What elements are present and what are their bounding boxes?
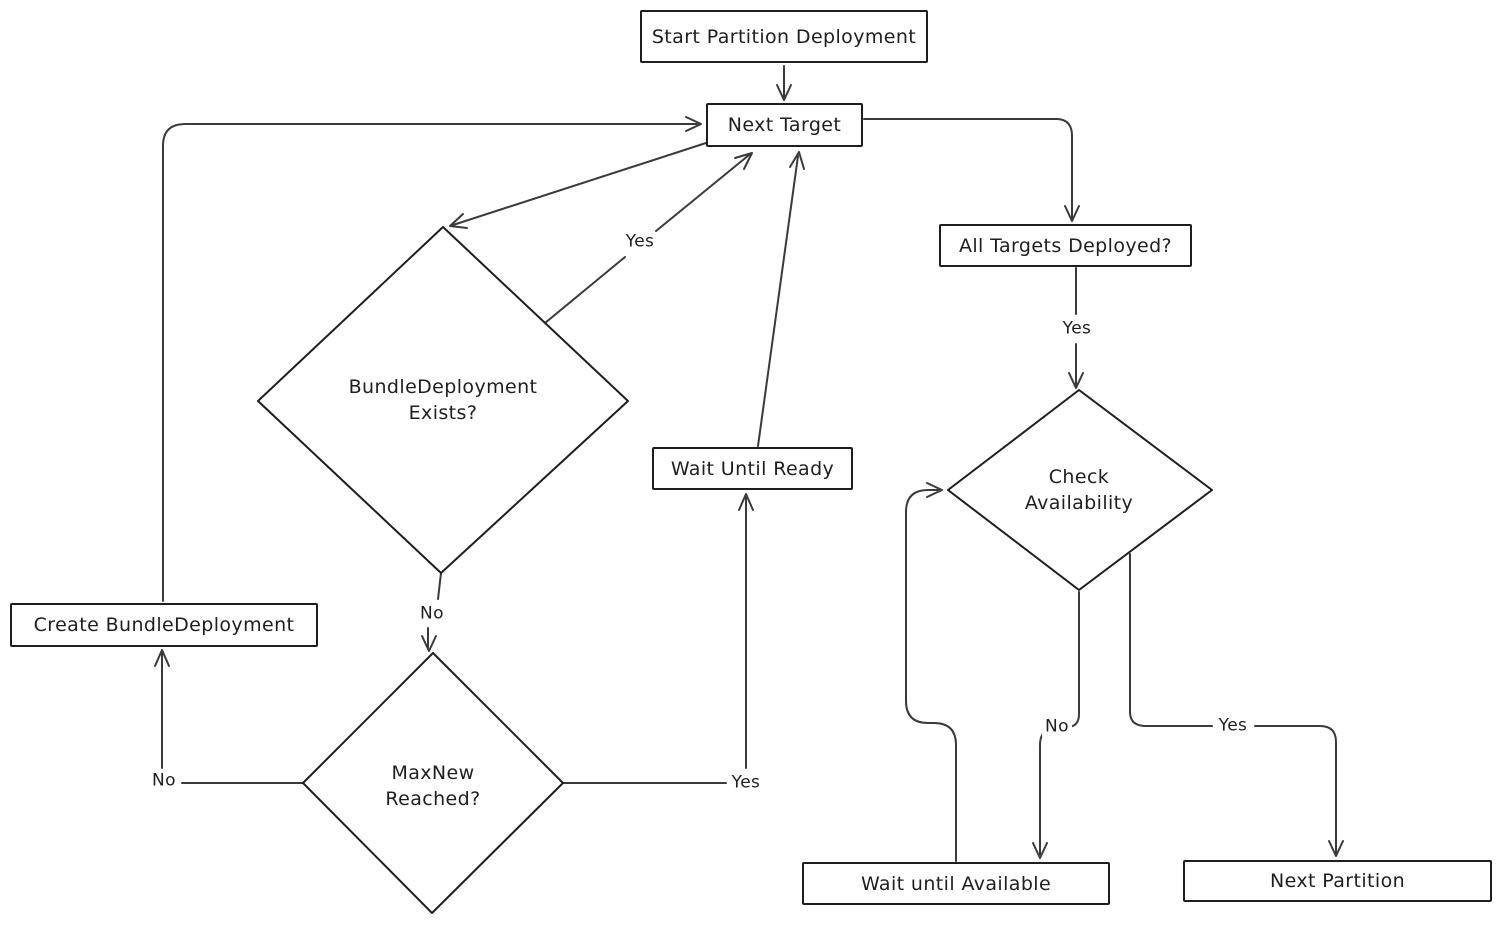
arrowhead-into-next-target-from-wait-ready xyxy=(789,151,805,170)
arrowhead-into-maxnew-top xyxy=(421,635,437,652)
diamond-maxnew-reached xyxy=(302,652,564,914)
edge-check-availability-no-upper xyxy=(1066,591,1080,728)
node-next-partition: Next Partition xyxy=(1183,860,1492,902)
edge-check-availability-no-lower xyxy=(1039,729,1048,855)
arrowhead-into-wait-ready xyxy=(738,493,754,511)
node-wait-until-available: Wait until Available xyxy=(802,862,1110,905)
edge-bundle-exists-yes-upper xyxy=(655,154,750,232)
arrowhead-into-next-partition xyxy=(1328,840,1344,857)
edge-label-check-availability-no: No xyxy=(1042,717,1072,737)
node-create-bundle-deployment: Create BundleDeployment xyxy=(10,603,318,647)
diamond-check-availability xyxy=(947,389,1213,591)
node-start-partition-deployment: Start Partition Deployment xyxy=(640,10,928,63)
edge-create-bundle-loop-to-next-target xyxy=(162,123,698,602)
arrowhead-into-check-availability-top xyxy=(1068,372,1084,389)
edge-next-target-to-bundle-exists xyxy=(452,142,707,226)
edge-label-all-targets-yes: Yes xyxy=(1059,319,1095,339)
edge-check-availability-yes-lower xyxy=(1254,725,1337,854)
arrowhead-into-check-availability-left xyxy=(926,482,943,498)
node-wait-until-ready: Wait Until Ready xyxy=(652,447,853,490)
edge-wait-available-loop-to-check xyxy=(905,489,957,862)
edge-label-bundle-exists-no: No xyxy=(417,604,447,624)
edge-label-maxnew-no: No xyxy=(149,771,179,791)
edge-label-maxnew-yes: Yes xyxy=(728,773,764,793)
edge-check-availability-yes-upper xyxy=(1129,553,1213,727)
edge-next-target-to-all-targets xyxy=(863,118,1073,219)
node-next-target: Next Target xyxy=(706,103,863,147)
edge-wait-ready-to-next-target xyxy=(757,155,799,447)
arrowhead-into-all-targets xyxy=(1064,205,1080,222)
label-maxnew-reached: MaxNew Reached? xyxy=(385,762,481,810)
arrowhead-into-bundle-exists-top xyxy=(449,213,468,229)
edge-label-bundle-exists-yes: Yes xyxy=(622,232,658,252)
diamond-bundle-deployment-exists xyxy=(257,226,629,574)
label-check-availability: Check Availability xyxy=(1024,466,1134,514)
edge-label-check-availability-yes: Yes xyxy=(1215,716,1251,736)
arrowhead-into-wait-available-no xyxy=(1032,842,1048,859)
arrowhead-into-next-target-from-bundle-yes xyxy=(734,152,753,170)
arrowhead-into-next-target-left xyxy=(685,116,702,132)
node-all-targets-deployed: All Targets Deployed? xyxy=(939,224,1192,267)
edge-bundle-exists-yes-lower xyxy=(544,256,626,324)
label-bundle-deployment-exists: BundleDeployment Exists? xyxy=(348,376,538,424)
edge-bundle-exists-no-upper xyxy=(437,572,442,600)
arrowhead-into-next-target-top xyxy=(776,84,792,101)
arrowhead-into-create-bundle xyxy=(154,649,170,667)
